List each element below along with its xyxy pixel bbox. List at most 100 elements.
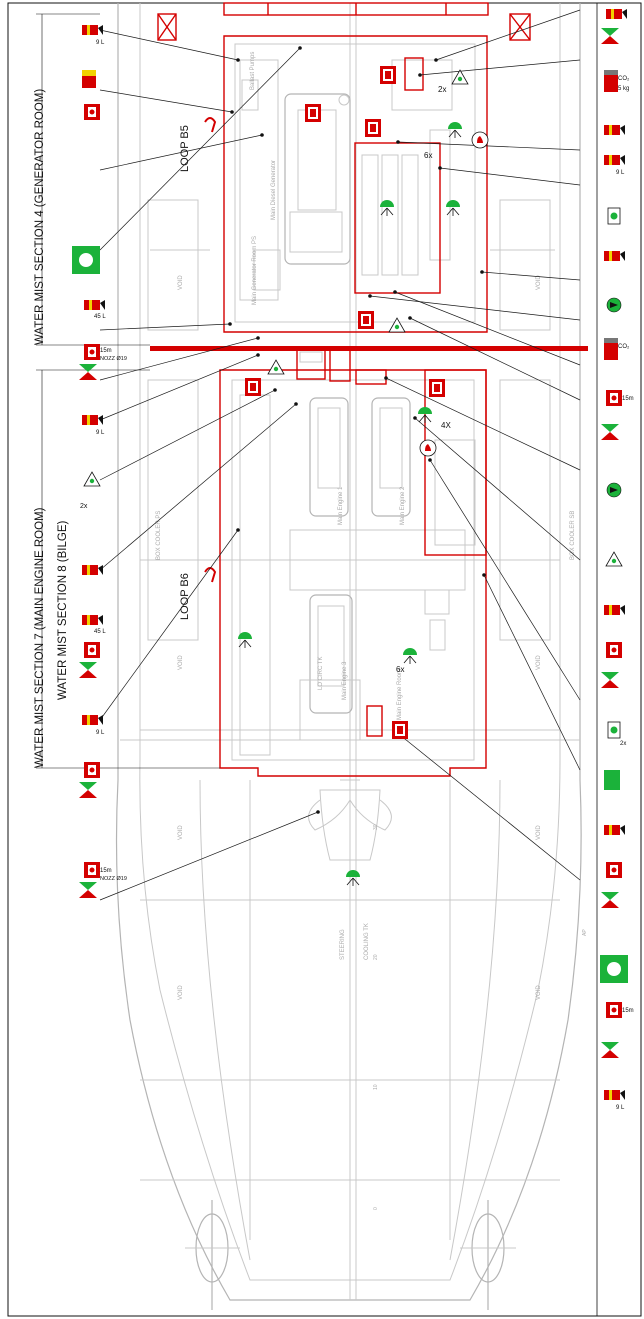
fire-detector-icon bbox=[419, 439, 437, 457]
fire-hose-reel-icon bbox=[84, 104, 100, 120]
main-engine-room: Main Engine 1 Main Engine 2 Main Engine … bbox=[219, 348, 487, 777]
sectional-valve-icon bbox=[601, 424, 619, 440]
fire-hose-reel-icon bbox=[606, 1002, 622, 1018]
void-label: VOID bbox=[178, 825, 184, 840]
extinguisher-capacity: 9 L bbox=[616, 170, 625, 176]
void-label: VOID bbox=[178, 655, 184, 670]
top-machinery-boxes bbox=[157, 2, 531, 41]
lo-circ-tank-label: LO CIRC TK bbox=[318, 656, 324, 690]
frame-number: 30 bbox=[373, 824, 379, 830]
void-label: VOID bbox=[536, 275, 542, 290]
mist-nozzle-icon bbox=[417, 406, 433, 424]
heat-detector-icon bbox=[267, 359, 285, 375]
qty-label: 2x bbox=[620, 741, 626, 747]
portable-extinguisher-icon bbox=[82, 25, 103, 35]
ballast-pumps-label: Ballast Pumps bbox=[250, 52, 256, 90]
fire-hose-reel-icon bbox=[606, 862, 622, 878]
portable-extinguisher-icon bbox=[604, 825, 625, 835]
loop-b6-label: LOOP B6 bbox=[179, 573, 191, 620]
fire-hose-reel-icon bbox=[84, 862, 100, 878]
sectional-valve-icon bbox=[79, 662, 97, 678]
hose-length: 15m bbox=[622, 396, 634, 402]
sectional-valve-icon bbox=[601, 1042, 619, 1058]
main-engine-2-label: Main Engine 2 bbox=[400, 486, 406, 525]
fire-pump-icon bbox=[606, 297, 622, 313]
co2-extinguisher-icon bbox=[604, 338, 618, 360]
portable-extinguisher-icon bbox=[604, 605, 625, 615]
fire-hose-cabinet-icon bbox=[305, 104, 321, 122]
sectional-valve-icon bbox=[601, 28, 619, 44]
main-engine-1-label: Main Engine 1 bbox=[338, 486, 344, 525]
fire-hose-cabinet-icon bbox=[392, 721, 408, 739]
hull-outline bbox=[115, 3, 582, 1310]
portable-extinguisher-icon bbox=[84, 300, 105, 310]
portable-extinguisher-icon bbox=[604, 251, 625, 261]
extinguisher-capacity: 9 L bbox=[96, 730, 105, 736]
extinguisher-capacity: 45 L bbox=[94, 314, 106, 320]
box-cooler-ps-label: BOX COOLER PS bbox=[156, 511, 162, 560]
sectional-valve-icon bbox=[79, 364, 97, 380]
extinguisher-capacity: 9 L bbox=[96, 430, 105, 436]
engine-room-label: Main Engine Room bbox=[397, 669, 403, 720]
fire-hose-reel-icon bbox=[606, 390, 622, 406]
co2-extinguisher-icon bbox=[604, 70, 618, 92]
fire-hose-cabinet-icon bbox=[358, 311, 374, 329]
leader-endpoints bbox=[228, 46, 486, 814]
co2-label: CO₂ bbox=[618, 76, 630, 82]
fire-hose-reel-icon bbox=[84, 642, 100, 658]
void-label: VOID bbox=[178, 275, 184, 290]
hose-length: 15m bbox=[622, 1008, 634, 1014]
fire-hose-reel-icon bbox=[606, 642, 622, 658]
manual-call-point-icon bbox=[607, 207, 621, 225]
fire-detector-loop-icon bbox=[204, 117, 217, 133]
extinguisher-capacity: 9 L bbox=[96, 40, 105, 46]
nozzle-size: NOZZ Ø19 bbox=[100, 356, 127, 362]
frame-number: 20 bbox=[373, 954, 379, 960]
mist-nozzle-icon bbox=[345, 869, 361, 887]
qty-label: 6x bbox=[424, 151, 432, 160]
aft-perpendicular-label: AP bbox=[582, 929, 588, 936]
main-engine-3-label: Main Engine 3 bbox=[342, 661, 348, 700]
generator-label: Main Diesel Generator bbox=[271, 160, 277, 220]
frame-number: 10 bbox=[373, 1084, 379, 1090]
portable-extinguisher-icon bbox=[82, 415, 103, 425]
steering-label: STEERING bbox=[340, 929, 346, 960]
generator-room-label: Main Generator Room PS bbox=[252, 236, 258, 305]
heat-detector-icon bbox=[388, 317, 406, 333]
qty-label: 2x bbox=[80, 503, 88, 510]
section-8-title: WATER MIST SECTION 8 (BILGE) bbox=[57, 520, 69, 700]
portable-extinguisher-icon bbox=[82, 565, 103, 575]
qty-label: 2x bbox=[438, 85, 446, 94]
leader-lines bbox=[99, 9, 581, 901]
extinguisher-capacity: 9 L bbox=[616, 1105, 625, 1111]
fire-hose-cabinet-icon bbox=[365, 119, 381, 137]
mist-valve-icon bbox=[604, 770, 620, 790]
hull-labels: VOID VOID VOID VOID VOID VOID VOID VOID … bbox=[156, 275, 588, 1210]
void-label: VOID bbox=[536, 655, 542, 670]
generator-room: Main Diesel Generator Main Generator Roo… bbox=[223, 35, 488, 333]
portable-extinguisher-icon bbox=[604, 1090, 625, 1100]
right-legend: CO₂ 5 kg 9 L CO₂ 15m 2x 15m 9 L bbox=[600, 9, 634, 1111]
portable-extinguisher-icon bbox=[604, 125, 625, 135]
portable-extinguisher-icon bbox=[82, 715, 103, 725]
portable-extinguisher-icon bbox=[604, 155, 625, 165]
extinguisher-capacity: 45 L bbox=[94, 629, 106, 635]
void-label: VOID bbox=[536, 825, 542, 840]
loop-b5-label: LOOP B5 bbox=[179, 125, 191, 172]
void-label: VOID bbox=[536, 985, 542, 1000]
hose-length: 15m bbox=[100, 868, 112, 874]
qty-label: 6x bbox=[396, 665, 404, 674]
left-legend: 9 L 45 L 15m NOZZ Ø19 9 L 2x 45 L 9 L 15… bbox=[72, 25, 127, 898]
mist-nozzle-icon bbox=[445, 199, 461, 217]
fire-detector-icon bbox=[471, 131, 489, 149]
void-label: VOID bbox=[178, 985, 184, 1000]
fire-pump-icon bbox=[606, 482, 622, 498]
cooling-tank-label: COOLING TK bbox=[364, 923, 370, 960]
qty-label: 4X bbox=[441, 421, 451, 430]
bulkhead bbox=[150, 346, 588, 351]
portable-extinguisher-icon bbox=[82, 615, 103, 625]
section-4-title: WATER MIST SECTION 4 (GENERATOR ROOM) bbox=[34, 89, 46, 345]
heat-detector-icon bbox=[83, 471, 101, 487]
mist-nozzle-icon bbox=[402, 647, 418, 665]
